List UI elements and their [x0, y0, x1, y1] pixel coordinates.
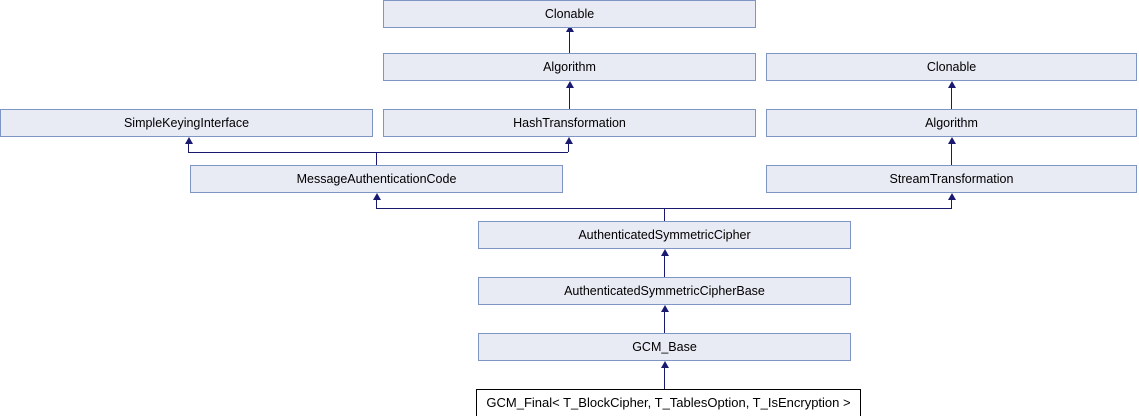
- edge-algorithm-to-clonable: [569, 29, 570, 53]
- edge-hashtransformation-to-algorithm: [569, 85, 570, 109]
- class-node-gcm-final[interactable]: GCM_Final< T_BlockCipher, T_TablesOption…: [476, 389, 861, 416]
- edge-authcipher-to-streamtransformation: [951, 197, 952, 208]
- arrowhead-authcipher-to-streamtransformation: [948, 193, 956, 200]
- class-node-authenticatedsymmetriccipher[interactable]: AuthenticatedSymmetricCipher: [478, 221, 851, 249]
- class-node-authenticatedsymmetriccipherbase[interactable]: AuthenticatedSymmetricCipherBase: [478, 277, 851, 305]
- arrowhead-hashtransformation-to-algorithm: [566, 81, 574, 88]
- edge-mac-bus: [188, 152, 568, 153]
- class-node-streamtransformation[interactable]: StreamTransformation: [766, 165, 1137, 193]
- edge-authcipher-bus: [376, 208, 952, 209]
- arrowhead-streamtransformation-to-algorithm-right: [948, 137, 956, 144]
- arrowhead-gcmfinal-to-gcmbase: [661, 361, 669, 368]
- edge-authcipherbase-to-authcipher: [664, 253, 665, 277]
- class-node-algorithm-right[interactable]: Algorithm: [766, 109, 1137, 137]
- class-node-clonable-right[interactable]: Clonable: [766, 53, 1137, 81]
- class-node-clonable-top[interactable]: Clonable: [383, 0, 756, 28]
- class-node-messageauthenticationcode[interactable]: MessageAuthenticationCode: [190, 165, 563, 193]
- class-node-simplekeyinginterface[interactable]: SimpleKeyingInterface: [0, 109, 373, 137]
- arrowhead-algorithm-right-to-clonable-right: [948, 81, 956, 88]
- class-node-gcm-base[interactable]: GCM_Base: [478, 333, 851, 361]
- edge-mac-to-simplekeyinginterface: [188, 141, 189, 152]
- edge-gcmfinal-to-gcmbase: [664, 365, 665, 389]
- class-node-algorithm[interactable]: Algorithm: [383, 53, 756, 81]
- arrowhead-algorithm-to-clonable: [566, 25, 574, 32]
- class-node-hashtransformation[interactable]: HashTransformation: [383, 109, 756, 137]
- edge-streamtransformation-to-algorithm-right: [951, 141, 952, 165]
- edge-algorithm-right-to-clonable-right: [951, 85, 952, 109]
- arrowhead-mac-to-simplekeyinginterface: [185, 137, 193, 144]
- arrowhead-authcipherbase-to-authcipher: [661, 249, 669, 256]
- arrowhead-gcmbase-to-authcipherbase: [661, 305, 669, 312]
- arrowhead-authcipher-to-mac: [373, 193, 381, 200]
- edge-mac-to-hashtransformation: [568, 141, 569, 152]
- edge-authcipher-to-mac: [376, 197, 377, 208]
- edge-gcmbase-to-authcipherbase: [664, 309, 665, 333]
- arrowhead-mac-to-hashtransformation: [565, 137, 573, 144]
- edge-authcipher-riser: [664, 208, 665, 221]
- edge-mac-riser: [376, 152, 377, 165]
